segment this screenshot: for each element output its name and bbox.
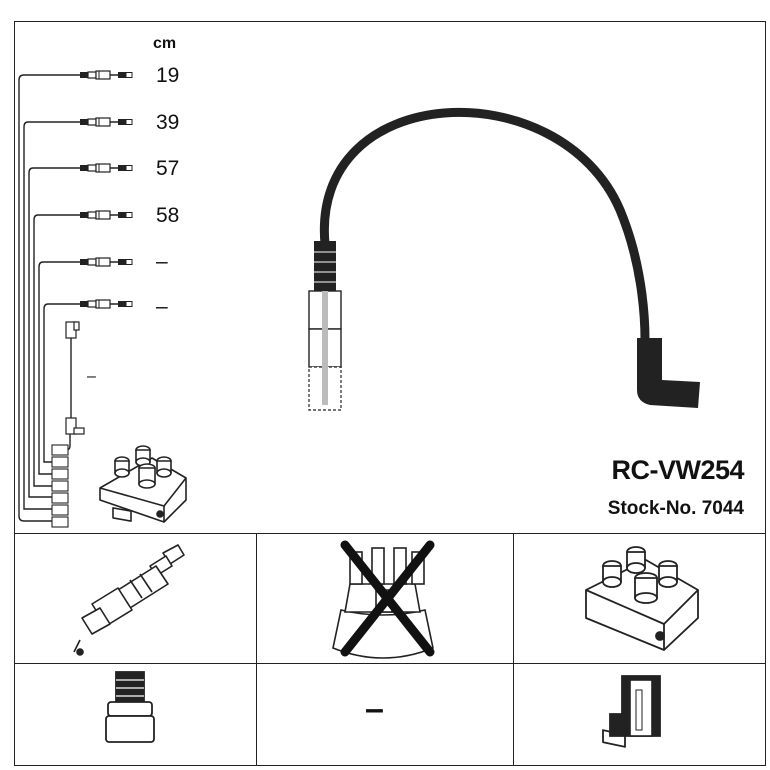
lead-length-2: 39 [156,111,180,134]
not-applicable-cross-icon [340,540,435,657]
lead-length-5: – [156,250,168,273]
extra-lead-length: – [87,368,96,385]
model-number: RC-VW254 [611,455,744,485]
coil-unit-value: – [365,690,384,728]
lead-length-6: – [156,295,168,318]
extra-lead-icon [65,321,85,435]
lead-connectors-icon [67,70,133,309]
lead-length-4: 58 [156,204,180,227]
divider-col-2 [513,533,514,766]
divider-upper [14,533,766,534]
divider-col-1 [256,533,257,766]
lead-length-3: 57 [156,157,180,180]
straight-boot-icon [105,671,155,743]
divider-lower [14,663,766,664]
diagram-frame [14,21,766,766]
lead-bundle-icon [18,74,72,522]
spark-plug-icon [73,544,185,656]
coil-pack-small-icon [99,445,187,523]
lead-terminals-icon [51,444,69,528]
stock-number: Stock-No. 7044 [607,498,744,519]
ignition-cable-icon [308,107,700,411]
angled-terminal-icon [609,675,661,737]
unit-label: cm [153,35,177,52]
lead-length-1: 19 [156,64,180,87]
